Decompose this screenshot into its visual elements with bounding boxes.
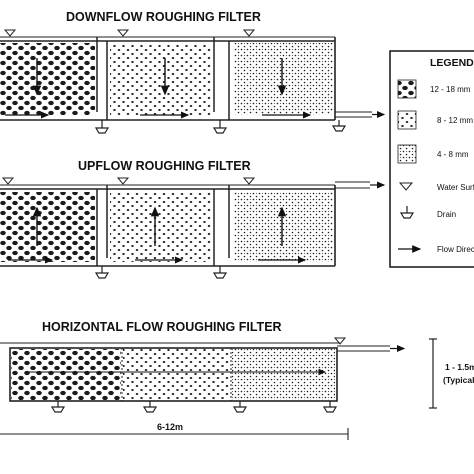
legend-label-fine: 4 - 8 mm <box>437 150 469 159</box>
legend-label-flow: Flow Direction <box>437 245 474 254</box>
legend: LEGEND 12 - 18 mm 8 - 12 mm 4 - 8 mm Wat… <box>389 50 474 268</box>
horizontal-title: HORIZONTAL FLOW ROUGHING FILTER <box>42 320 282 334</box>
legend-label-water-surface: Water Surface <box>437 183 474 192</box>
downflow-title: DOWNFLOW ROUGHING FILTER <box>66 10 261 24</box>
length-label: 6-12m <box>157 422 183 432</box>
length-dimension: 6-12m <box>0 422 349 440</box>
horizontal-filter <box>0 337 406 413</box>
depth-note: (Typical) <box>443 375 474 385</box>
legend-title: LEGEND <box>430 57 474 69</box>
downflow-filter <box>0 29 386 134</box>
fine-gravel-swatch <box>397 144 417 164</box>
water-surface-symbol <box>398 182 414 191</box>
upflow-title: UPFLOW ROUGHING FILTER <box>78 159 251 173</box>
coarse-gravel-swatch <box>397 79 417 99</box>
upflow-filter <box>0 177 386 279</box>
drain-symbol <box>399 206 415 219</box>
legend-label-drain: Drain <box>437 210 456 219</box>
medium-gravel-swatch <box>397 110 417 130</box>
legend-label-medium: 8 - 12 mm <box>437 116 473 125</box>
depth-label: 1 - 1.5m <box>445 362 474 372</box>
legend-label-coarse: 12 - 18 mm <box>430 85 471 94</box>
depth-dimension: 1 - 1.5m (Typical) <box>429 338 474 409</box>
